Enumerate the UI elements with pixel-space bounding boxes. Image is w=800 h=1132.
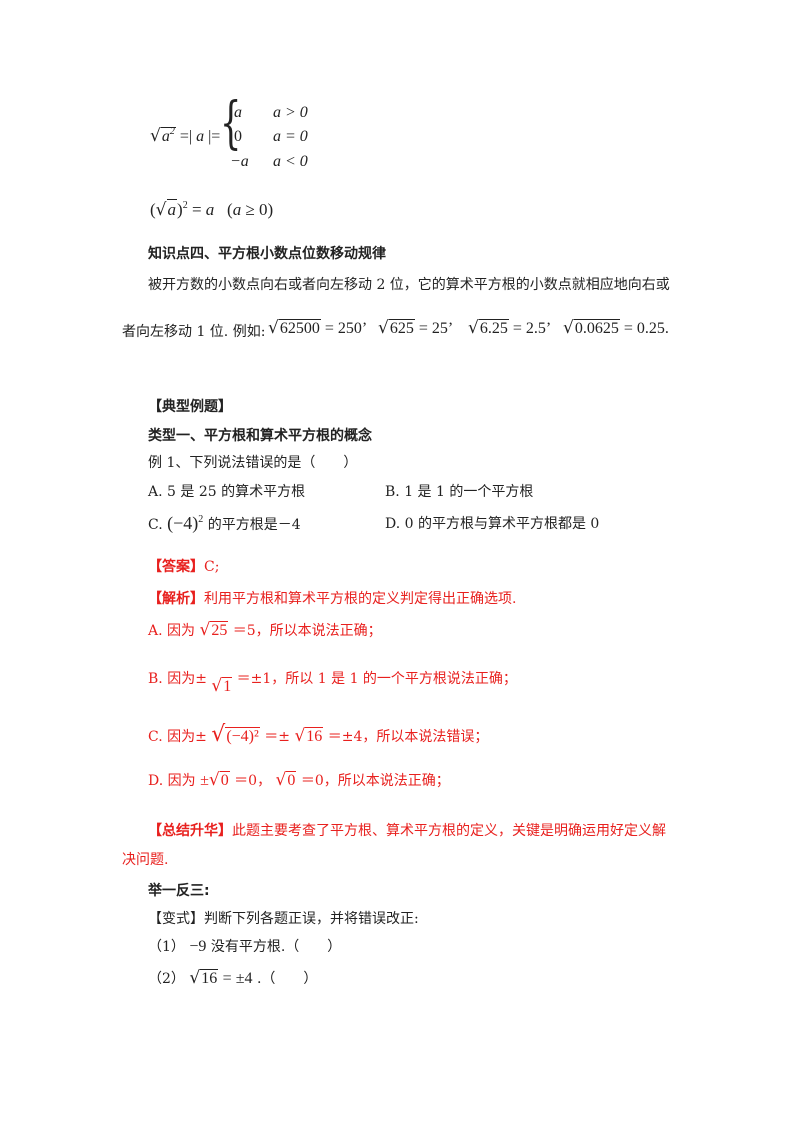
answer-line: 【答案】C; — [148, 559, 220, 575]
example-sqrt-0-0625: √0.0625 = 0.25. — [563, 318, 669, 338]
case-value-2: 0 — [234, 128, 242, 145]
summary-line1: 【总结升华】此题主要考查了平方根、算术平方根的定义，关键是明确运用好定义解 — [148, 823, 666, 839]
option-b: B. 1 是 1 的一个平方根 — [385, 484, 534, 500]
case-cond-3: a < 0 — [273, 153, 308, 170]
analysis-line-c: C. 因为± √(−4)² ＝± √16 ＝±4，所以本说法错误； — [148, 722, 489, 747]
case-cond-2: a = 0 — [273, 128, 308, 145]
practice-item-1: （1） −9 没有平方根.（ ） — [148, 938, 342, 955]
option-d: D. 0 的平方根与算术平方根都是 0 — [385, 516, 600, 532]
example1-question: 例 1、下列说法错误的是（ ） — [148, 455, 358, 471]
analysis-line-d: D. 因为 ±√0 ＝0， √0 ＝0，所以本说法正确； — [148, 770, 450, 790]
section4-title: 知识点四、平方根小数点位数移动规律 — [148, 246, 386, 262]
analysis-line: 【解析】利用平方根和算术平方根的定义判定得出正确选项. — [148, 591, 517, 607]
case-value-1: a — [234, 104, 242, 121]
analysis-line-b: B. 因为± √1 ＝±1，所以 1 是 1 的一个平方根说法正确； — [148, 671, 517, 696]
section4-text-line1: 被开方数的小数点向右或者向左移动 2 位，它的算术平方根的小数点就相应地向右或 — [148, 277, 670, 293]
option-c: C. (−4)2 的平方根是－4 — [148, 513, 301, 533]
formula-abs-brace: { — [220, 91, 242, 156]
typical-examples-header: 【典型例题】 — [148, 399, 232, 415]
variant-line: 【变式】判断下列各题正误，并将错误改正: — [148, 911, 419, 927]
section4-text-line2: 者向左移动 1 位. 例如: — [122, 324, 266, 340]
formula-square-root-squared: (√a)2 = a (a ≥ 0) — [150, 199, 274, 220]
case-cond-1: a > 0 — [273, 104, 308, 121]
summary-line2: 决问题. — [122, 852, 169, 868]
practice-title: 举一反三: — [148, 883, 210, 899]
example-sqrt-625: √625 = 25’ — [378, 318, 454, 338]
formula-abs-lhs: √a2 =| a |= — [150, 126, 221, 146]
example-sqrt-6-25: √6.25 = 2.5’ — [468, 318, 552, 338]
option-a: A. 5 是 25 的算术平方根 — [148, 484, 306, 500]
type1-title: 类型一、平方根和算术平方根的概念 — [148, 428, 372, 444]
analysis-line-a: A. 因为 √25 ＝5，所以本说法正确； — [148, 620, 382, 640]
practice-item-2: （2） √16 = ±4 .（ ） — [148, 968, 318, 988]
example-sqrt-62500: √62500 = 250’ — [268, 318, 368, 338]
case-value-3: −a — [230, 153, 249, 170]
